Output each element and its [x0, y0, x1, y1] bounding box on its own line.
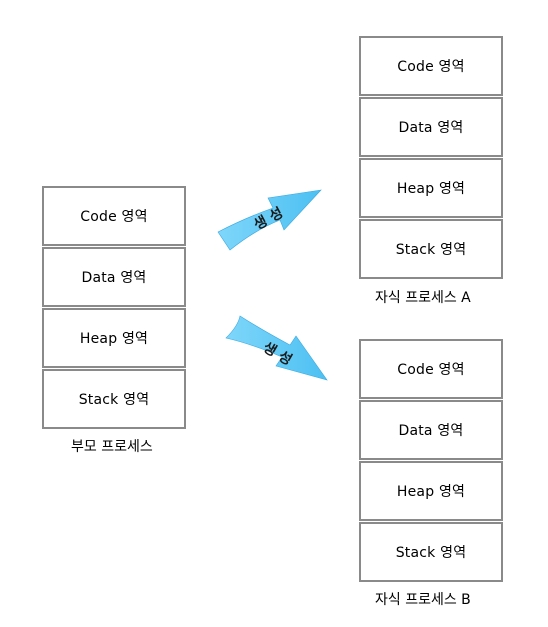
parent-stack-segment: Stack 영역 — [42, 369, 186, 429]
child-b-process-caption: 자식 프로세스 B — [375, 592, 471, 608]
child-a-process-caption: 자식 프로세스 A — [375, 290, 471, 306]
child-b-data-segment: Data 영역 — [359, 400, 503, 460]
child-a-process-memory: Code 영역 Data 영역 Heap 영역 Stack 영역 — [359, 36, 503, 280]
child-b-code-segment: Code 영역 — [359, 339, 503, 399]
child-b-heap-segment: Heap 영역 — [359, 461, 503, 521]
parent-data-segment: Data 영역 — [42, 247, 186, 307]
parent-process-caption: 부모 프로세스 — [71, 439, 153, 455]
child-a-stack-segment: Stack 영역 — [359, 219, 503, 279]
spawn-arrow-a: 생 성 — [217, 189, 322, 251]
spawn-arrow-b: 생 성 — [225, 315, 328, 381]
child-a-code-segment: Code 영역 — [359, 36, 503, 96]
child-a-data-segment: Data 영역 — [359, 97, 503, 157]
parent-code-segment: Code 영역 — [42, 186, 186, 246]
parent-heap-segment: Heap 영역 — [42, 308, 186, 368]
child-b-process-memory: Code 영역 Data 영역 Heap 영역 Stack 영역 — [359, 339, 503, 583]
parent-process-memory: Code 영역 Data 영역 Heap 영역 Stack 영역 — [42, 186, 186, 430]
child-a-heap-segment: Heap 영역 — [359, 158, 503, 218]
child-b-stack-segment: Stack 영역 — [359, 522, 503, 582]
